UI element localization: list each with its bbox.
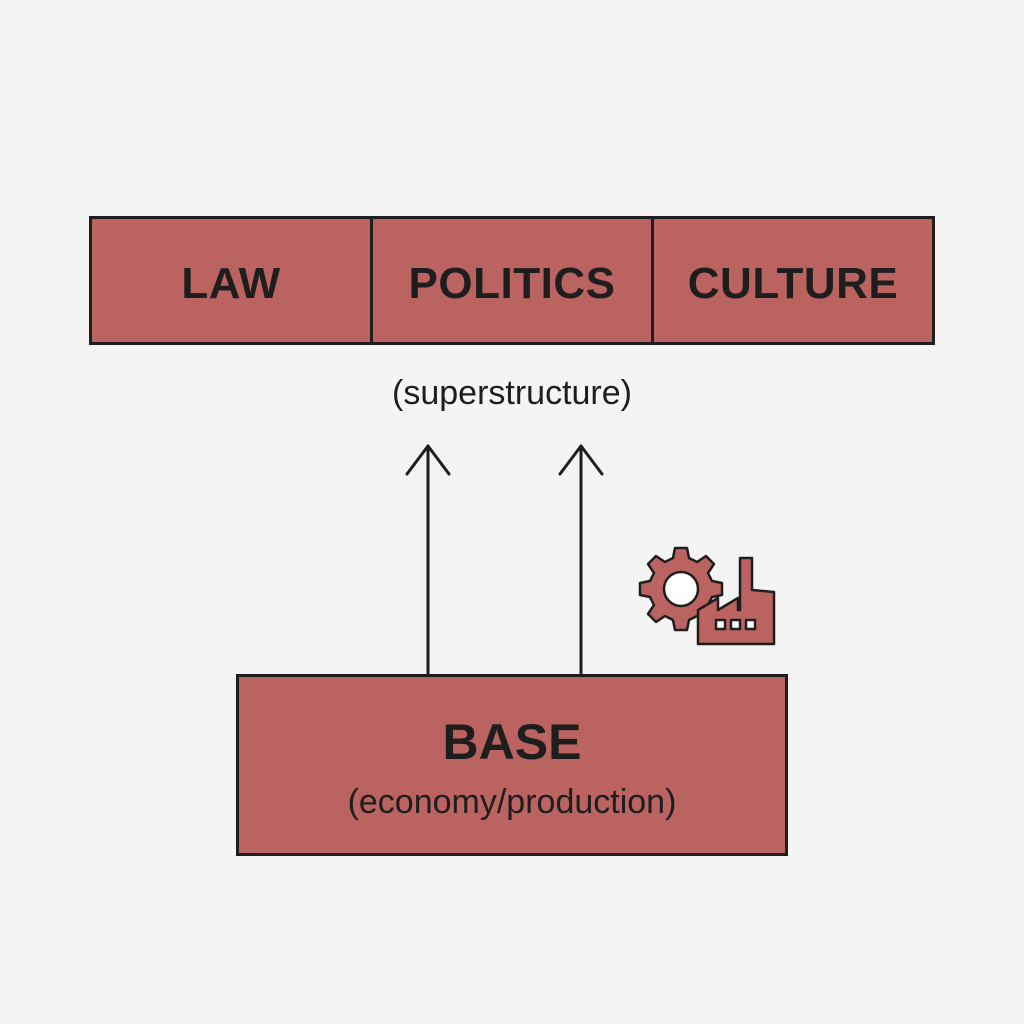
base-box: BASE (economy/production) bbox=[236, 674, 788, 856]
culture-box: CULTURE bbox=[651, 219, 932, 342]
base-subtitle: (economy/production) bbox=[347, 783, 677, 821]
right-arrow bbox=[558, 444, 604, 678]
superstructure-caption: (superstructure) bbox=[392, 374, 632, 412]
factory-icon bbox=[696, 556, 776, 646]
left-arrow bbox=[405, 444, 451, 678]
base-title: BASE bbox=[442, 714, 582, 770]
law-box: LAW bbox=[181, 258, 281, 308]
gear-and-factory-icon bbox=[638, 546, 776, 646]
politics-box: POLITICS bbox=[370, 219, 651, 342]
superstructure-row: LAW POLITICS CULTURE bbox=[89, 216, 935, 345]
